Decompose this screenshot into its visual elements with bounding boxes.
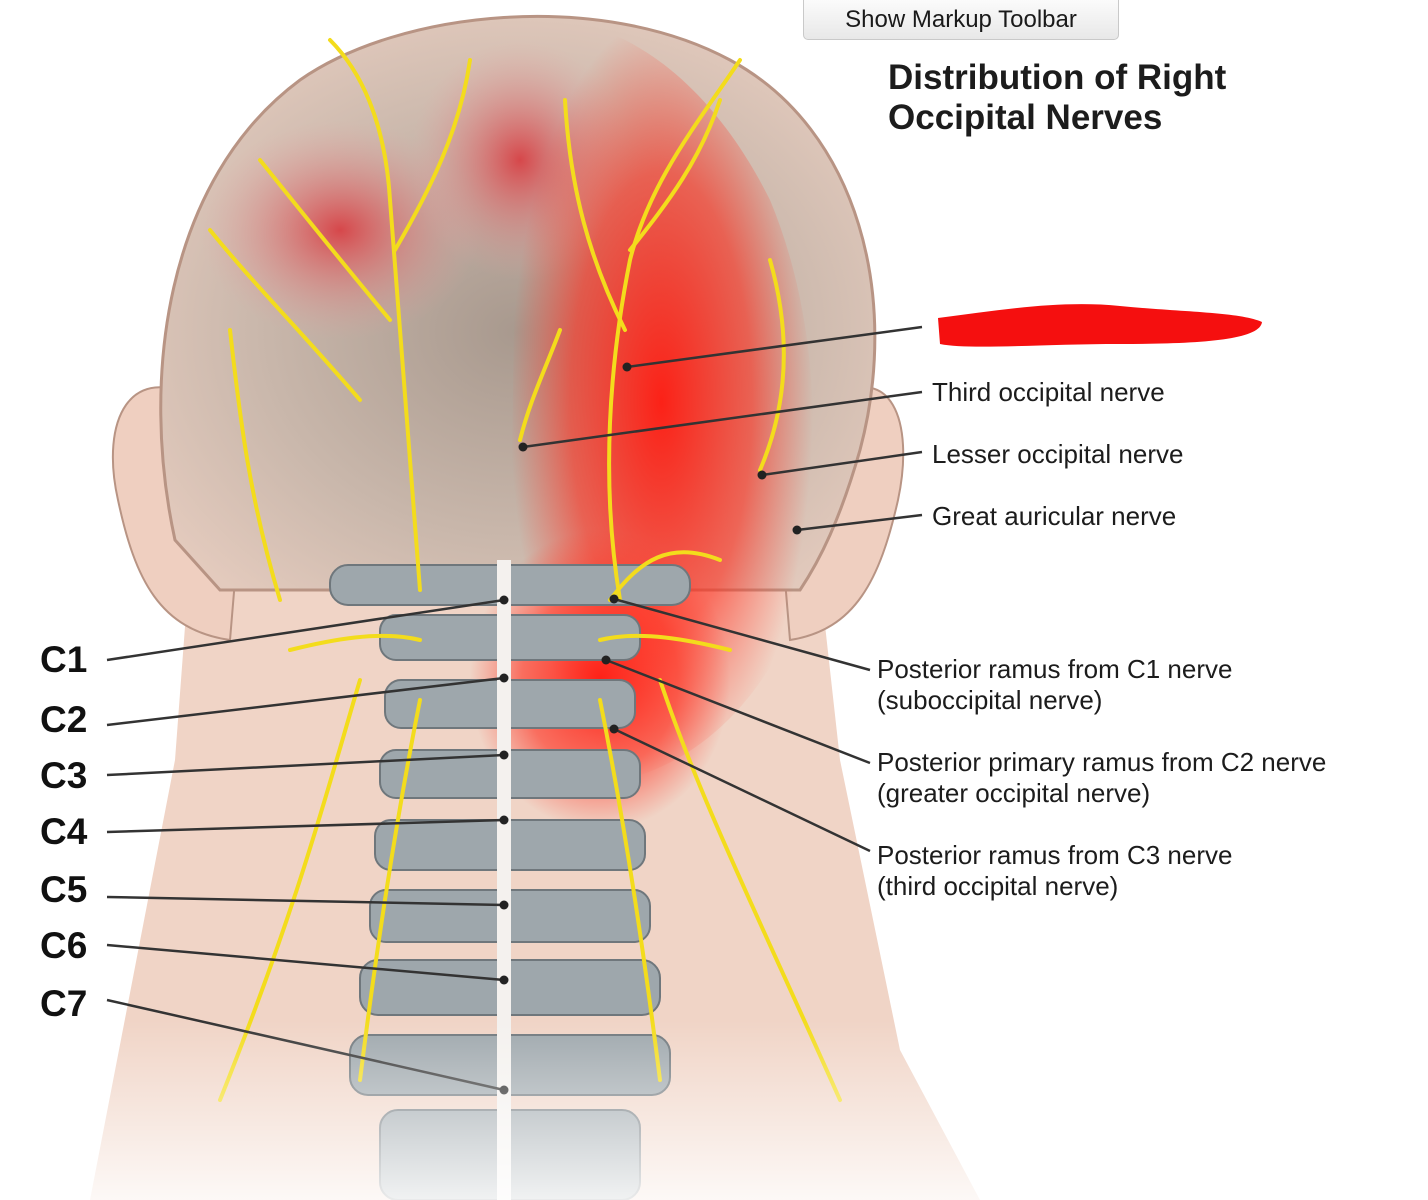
diagram-title: Distribution of Right Occipital Nerves <box>888 58 1388 138</box>
label-c2-ramus-sub: (greater occipital nerve) <box>877 778 1151 808</box>
vertebra-label-c3: C3 <box>40 755 88 796</box>
vertebra-label-c6: C6 <box>40 925 88 966</box>
title-line-1: Distribution of Right <box>888 58 1227 97</box>
label-lesser-occipital: Lesser occipital nerve <box>932 439 1184 469</box>
title-line-2: Occipital Nerves <box>888 98 1163 137</box>
label-c2-ramus: Posterior primary ramus from C2 nerve <box>877 747 1327 777</box>
vertebra-label-c7: C7 <box>40 983 88 1024</box>
label-c1-ramus: Posterior ramus from C1 nerve <box>877 654 1233 684</box>
redaction-mark <box>938 304 1262 347</box>
vertebra-label-c4: C4 <box>40 811 88 852</box>
label-c1-ramus-sub: (suboccipital nerve) <box>877 685 1103 715</box>
vertebra-label-c2: C2 <box>40 699 88 740</box>
vertebra-label-c1: C1 <box>40 639 88 680</box>
leader-lines <box>106 325 923 1092</box>
show-markup-toolbar-button[interactable]: Show Markup Toolbar <box>803 0 1119 40</box>
label-third-occipital: Third occipital nerve <box>932 377 1165 407</box>
label-c3-ramus: Posterior ramus from C3 nerve <box>877 840 1233 870</box>
label-great-auricular: Great auricular nerve <box>932 501 1177 531</box>
label-c3-ramus-sub: (third occipital nerve) <box>877 871 1119 901</box>
vertebra-label-c5: C5 <box>40 869 88 910</box>
